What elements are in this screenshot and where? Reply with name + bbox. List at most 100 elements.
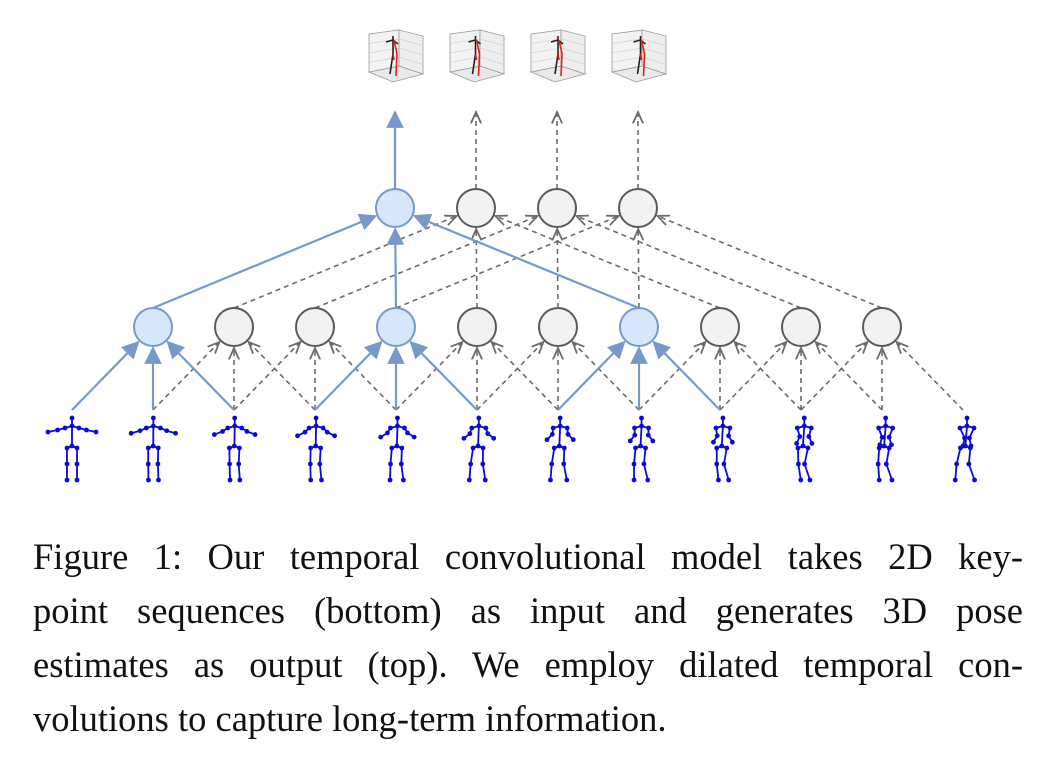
- skeleton-bone: [720, 425, 724, 447]
- skeleton-bone: [967, 463, 976, 481]
- active-edges: [71, 110, 721, 411]
- skeleton-joint: [389, 445, 395, 451]
- skeleton-joint: [964, 415, 970, 421]
- middle-layer-node: [133, 307, 173, 347]
- skeleton-joint: [476, 415, 482, 421]
- skeleton-joint: [308, 445, 314, 451]
- skeleton-frame: [128, 415, 178, 483]
- pose-grid-line: [611, 56, 643, 63]
- skeleton-joint: [244, 429, 250, 434]
- skeleton-joint: [387, 477, 393, 483]
- skeleton-joint: [808, 425, 814, 431]
- skeleton-joint: [714, 461, 720, 467]
- middle-layer-node: [781, 307, 821, 347]
- output-3d-pose: [610, 29, 668, 83]
- skeleton-joint: [964, 423, 970, 429]
- skeleton-joint: [476, 423, 482, 429]
- output-3d-pose: [448, 29, 506, 83]
- skeleton-joint: [405, 430, 410, 436]
- skeleton-joint: [466, 477, 472, 483]
- skeleton-joint: [548, 477, 553, 483]
- pose-skeleton-red: [474, 39, 481, 77]
- pose-grid-line: [611, 47, 643, 54]
- skeleton-joint: [211, 432, 217, 437]
- inactive-edge: [395, 342, 462, 411]
- skeleton-joint: [74, 461, 80, 467]
- skeleton-joint: [561, 461, 567, 467]
- skeleton-bone: [715, 463, 720, 481]
- middle-layer-node: [376, 307, 416, 347]
- pose-grid-line: [560, 56, 586, 65]
- skeleton-joint: [550, 425, 556, 431]
- skeleton-bone: [558, 425, 562, 447]
- skeleton-joint: [313, 423, 319, 429]
- skeleton-joint: [809, 441, 815, 446]
- skeleton-joint: [69, 423, 75, 429]
- skeleton-joint: [714, 445, 720, 451]
- skeleton-joint: [480, 445, 486, 451]
- skeleton-joint: [549, 461, 555, 467]
- skeleton-frame: [627, 415, 656, 483]
- inactive-edges: [152, 112, 964, 411]
- skeleton-bone: [964, 425, 968, 447]
- active-edge: [314, 340, 383, 411]
- skeleton-joint: [570, 437, 576, 443]
- skeleton-joint: [76, 425, 82, 431]
- skeleton-joint: [156, 477, 161, 483]
- skeleton-bone: [481, 463, 487, 481]
- skeleton-joint: [561, 445, 567, 451]
- skeleton-bone: [395, 425, 399, 447]
- pose-skeleton-black: [385, 36, 399, 75]
- output-3d-pose: [529, 29, 587, 83]
- skeleton-joint: [74, 445, 80, 451]
- caption-line: point sequences (bottom) as input and ge…: [33, 590, 1023, 631]
- skeleton-joint: [306, 425, 312, 431]
- caption-line: volutions to capture long-term informati…: [33, 698, 667, 739]
- skeleton-bone: [723, 447, 728, 465]
- skeleton-joint: [395, 423, 400, 429]
- skeleton-joint: [388, 461, 393, 467]
- skeleton-joint: [726, 433, 731, 439]
- skeleton-joint: [388, 425, 393, 431]
- skeleton-joint: [128, 430, 134, 436]
- skeleton-bone: [237, 447, 241, 465]
- skeleton-bone: [639, 425, 643, 447]
- skeleton-joint: [385, 430, 390, 436]
- top-layer-node: [537, 188, 577, 228]
- skeleton-bone: [797, 463, 802, 481]
- skeleton-joint: [150, 423, 156, 429]
- pose-skeleton-red: [557, 39, 563, 77]
- skeleton-joint: [468, 461, 474, 467]
- skeleton-joint: [716, 477, 721, 483]
- skeleton-joint: [713, 425, 719, 431]
- skeleton-joint: [557, 415, 563, 421]
- skeleton-joint: [74, 477, 80, 483]
- skeleton-bone: [562, 463, 568, 481]
- skeleton-joint: [308, 477, 314, 483]
- skeleton-bone: [156, 463, 160, 481]
- skeleton-bone: [803, 463, 811, 481]
- skeleton-bone: [955, 447, 962, 465]
- skeleton-joint: [146, 477, 151, 483]
- skeleton-bone: [877, 463, 881, 481]
- pose-skeleton-red: [639, 39, 646, 77]
- pose-grid-line: [530, 56, 562, 63]
- skeleton-joint: [227, 477, 233, 483]
- skeleton-frame: [45, 415, 99, 483]
- pose-skeleton-black: [633, 36, 646, 75]
- skeleton-joint: [483, 425, 489, 431]
- input-2d-keypoint-sequence: [45, 415, 977, 483]
- skeleton-joint: [461, 435, 467, 441]
- skeleton-bone: [400, 447, 403, 465]
- skeleton-joint: [544, 437, 550, 443]
- skeleton-joint: [794, 441, 800, 446]
- skeleton-joint: [491, 435, 497, 441]
- skeleton-joint: [633, 445, 638, 451]
- skeleton-bone: [318, 447, 322, 465]
- skeleton-joint: [876, 445, 882, 451]
- skeleton-bone: [885, 463, 893, 481]
- inactive-edge: [233, 342, 300, 411]
- skeleton-joint: [875, 461, 881, 467]
- skeleton-joint: [952, 477, 958, 483]
- skeleton-joint: [794, 425, 800, 431]
